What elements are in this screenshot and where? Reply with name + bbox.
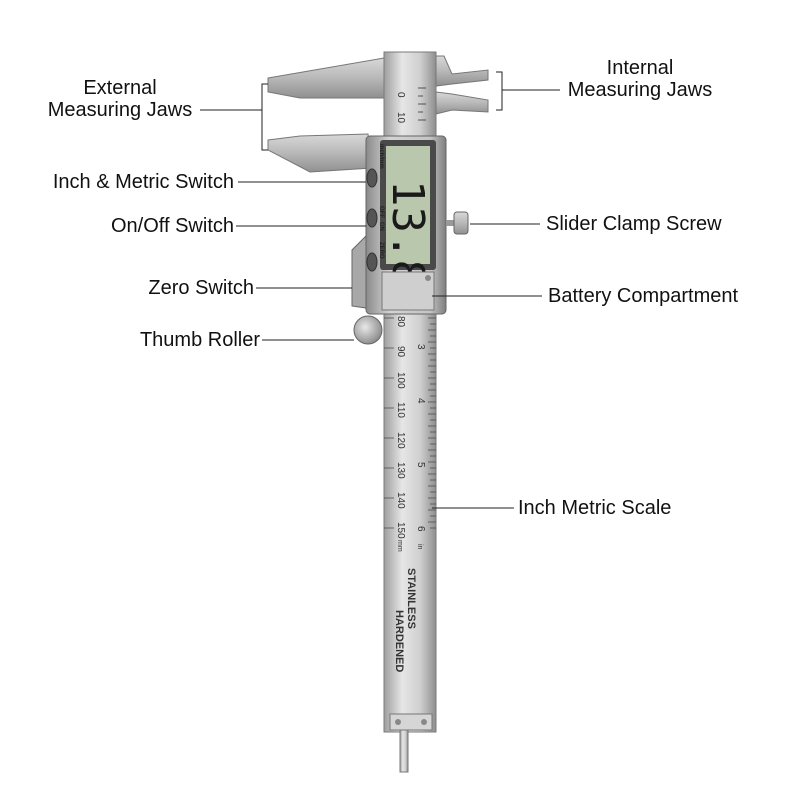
label-external-jaws-2: Measuring Jaws <box>48 99 193 121</box>
scale-num-90: 90 <box>395 346 406 358</box>
end-screw-left <box>395 719 401 725</box>
beam-scale-ticks <box>384 317 436 529</box>
switch-label-inch-mm: inch/mm <box>378 144 384 169</box>
end-plate <box>389 713 433 731</box>
label-slider-clamp-screw: Slider Clamp Screw <box>546 213 722 235</box>
external-jaw-lower <box>267 133 373 173</box>
engraving-stainless: STAINLESS <box>405 568 417 629</box>
label-inch-metric-scale: Inch Metric Scale <box>518 497 671 519</box>
thumb-roller[interactable] <box>353 315 383 345</box>
label-on-off-switch: On/Off Switch <box>111 215 234 237</box>
label-thumb-roller: Thumb Roller <box>140 329 260 351</box>
switch-label-zero: ZERO <box>378 242 384 259</box>
engraving-hardened: HARDENED <box>393 610 405 672</box>
leader-lines <box>200 71 560 509</box>
label-external-jaws-1: External <box>83 77 156 99</box>
inch-num-6: 6 <box>415 526 426 532</box>
label-inch-metric-switch: Inch & Metric Switch <box>53 171 234 193</box>
clamp-screw-shaft <box>446 220 454 226</box>
scale-num-0: 0 <box>395 92 406 98</box>
inch-num-4: 4 <box>415 398 426 404</box>
scale-num-100: 100 <box>395 372 406 389</box>
switch-label-on: ON <box>378 222 384 231</box>
unit-in: in <box>416 544 423 550</box>
label-internal-jaws-2: Measuring Jaws <box>568 79 713 101</box>
scale-num-10: 10 <box>395 112 406 124</box>
internal-jaw-lower <box>435 91 489 115</box>
slider-clamp-screw[interactable] <box>453 211 469 235</box>
zero-button[interactable] <box>366 252 378 272</box>
inch-metric-button[interactable] <box>366 168 378 188</box>
scale-num-110: 110 <box>395 402 406 418</box>
depth-rod <box>399 729 409 773</box>
on-off-button[interactable] <box>366 208 378 228</box>
top-scale <box>418 87 426 121</box>
battery-screw <box>425 275 431 281</box>
internal-jaw-upper <box>435 55 489 87</box>
inch-num-5: 5 <box>415 462 426 468</box>
switch-label-off: OFF <box>378 206 384 218</box>
scale-num-120: 120 <box>395 432 406 449</box>
inch-num-3: 3 <box>415 344 426 350</box>
scale-num-130: 130 <box>395 462 406 479</box>
external-jaw-upper <box>267 57 385 99</box>
scale-num-140: 140 <box>395 492 406 509</box>
label-internal-jaws-1: Internal <box>607 57 674 79</box>
label-zero-switch: Zero Switch <box>148 277 254 299</box>
slider-lower-extension <box>351 234 367 309</box>
battery-compartment[interactable] <box>381 271 435 311</box>
scale-num-80: 80 <box>395 316 406 328</box>
label-battery-compartment: Battery Compartment <box>548 285 739 307</box>
lcd-screen <box>386 146 430 264</box>
unit-mm: mm <box>396 540 403 552</box>
end-screw-right <box>421 719 427 725</box>
scale-num-150: 150 <box>395 522 406 539</box>
